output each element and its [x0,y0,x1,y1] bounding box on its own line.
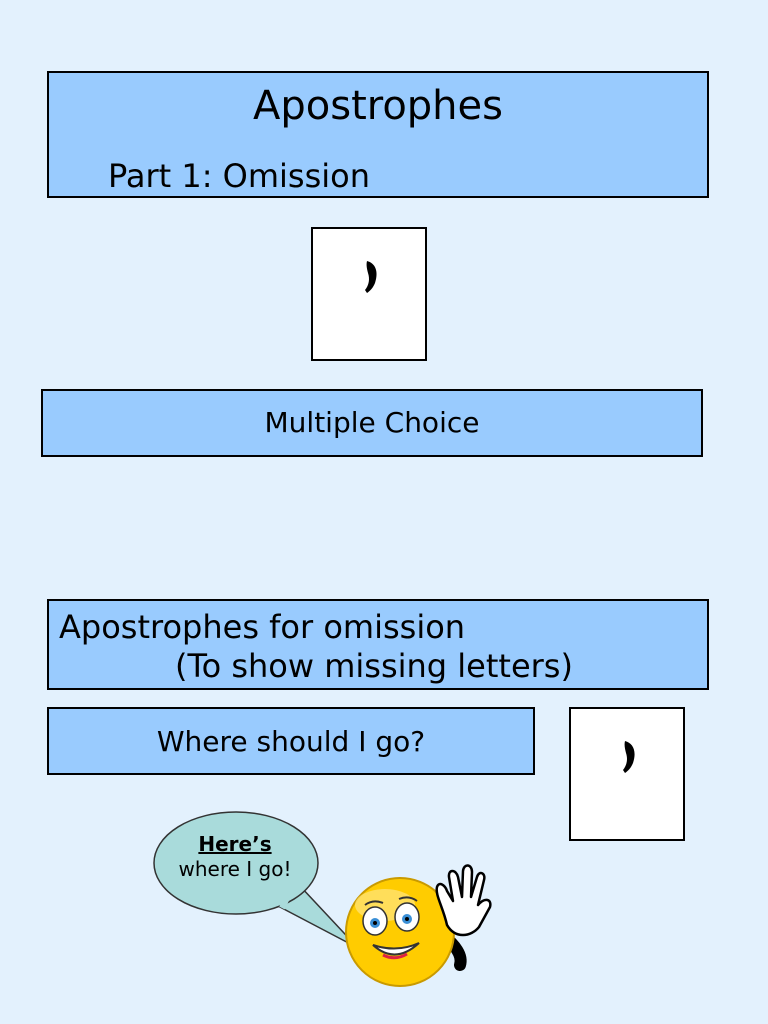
speech-bubble-text: Here’s where I go! [160,832,310,882]
omission-heading: Apostrophes for omission [59,608,466,646]
title-box: Apostrophes Part 1: Omission [47,71,709,198]
multiple-choice-label: Multiple Choice [264,406,480,439]
omission-heading-box: Apostrophes for omission (To show missin… [47,599,709,690]
speech-bubble [153,811,359,949]
speech-bubble-rest: where I go! [178,857,292,881]
where-should-i-go-label: Where should I go? [156,725,426,758]
apostrophe-icon [623,741,635,773]
omission-subheading: (To show missing letters) [175,647,573,685]
waving-smiley-icon [345,864,492,987]
where-should-i-go-box[interactable]: Where should I go? [47,707,535,775]
draggable-apostrophe-card[interactable] [569,707,685,841]
page-title: Apostrophes [253,83,503,129]
apostrophe-icon [365,261,377,293]
speech-bubble-emphasis: Here’s [198,832,272,856]
page-subtitle: Part 1: Omission [108,157,370,195]
multiple-choice-button[interactable]: Multiple Choice [41,389,703,457]
apostrophe-card[interactable] [311,227,427,361]
